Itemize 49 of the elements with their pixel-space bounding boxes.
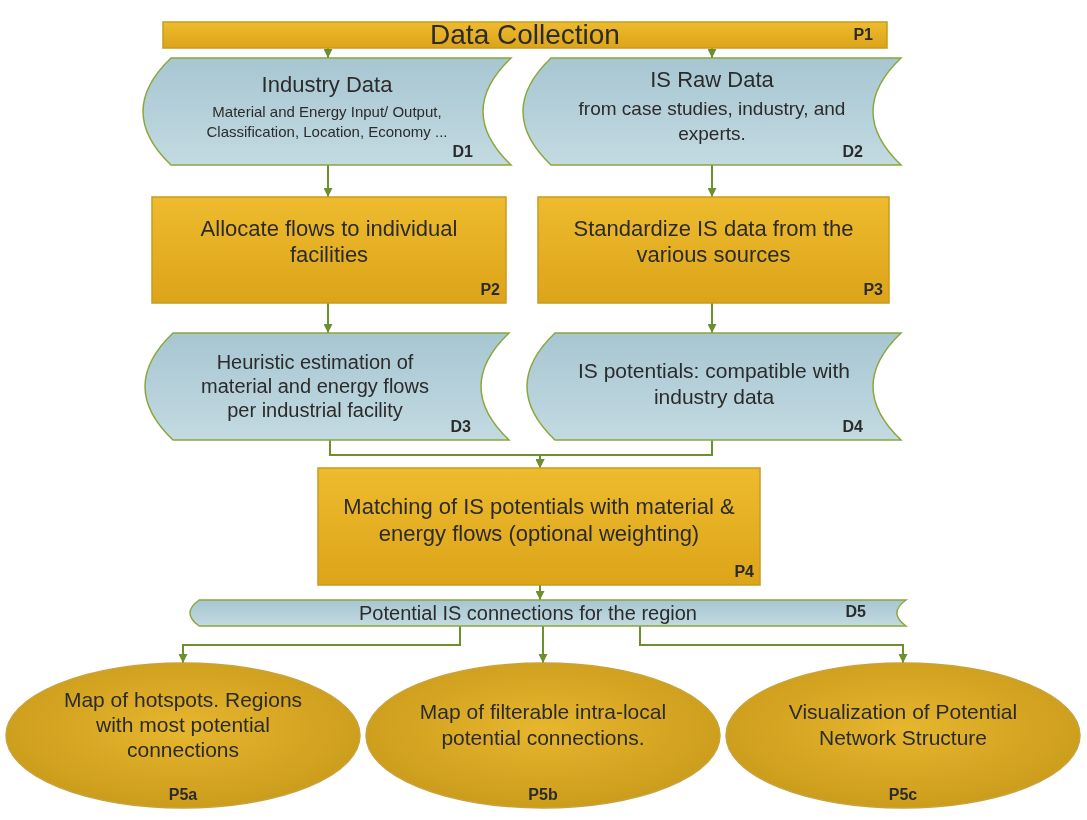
output-ellipse	[366, 663, 720, 808]
process-box	[318, 468, 760, 585]
output-ellipse	[6, 663, 360, 808]
arrow	[707, 302, 717, 334]
step-title: Map of hotspots. Regions with most potential connections	[62, 686, 304, 763]
step-code: P2	[480, 281, 500, 299]
step-code: P3	[863, 281, 883, 299]
step-code: D5	[845, 603, 866, 621]
arrow	[178, 625, 461, 664]
arrow	[535, 439, 713, 469]
arrow	[707, 47, 717, 59]
step-title: Potential IS connections for the region	[359, 601, 697, 625]
arrow	[323, 47, 333, 59]
step-code: P1	[853, 26, 873, 44]
process-box	[538, 197, 889, 303]
step-title: IS Raw Data	[650, 66, 774, 93]
process-box	[152, 197, 506, 303]
step-code: D4	[842, 418, 863, 436]
step-code: D2	[842, 143, 863, 161]
step-code: P5c	[887, 786, 919, 804]
step-code: D1	[452, 143, 473, 161]
step-title: Industry Data	[261, 71, 393, 99]
step-title: Allocate flows to individual facilities	[199, 215, 459, 269]
arrow	[639, 625, 908, 664]
step-title: Map of filterable intra-local potential connections.	[418, 699, 668, 750]
step-code: D3	[450, 418, 471, 436]
step-code: P5a	[167, 786, 199, 804]
step-description: Material and Energy Input/ Output, Classification, Location, Economy ...	[205, 102, 449, 142]
step-description: from case studies, industry, and experts.	[577, 97, 847, 145]
output-ellipse	[726, 663, 1080, 808]
step-title: IS potentials: compatible with industry data	[577, 358, 851, 409]
arrow	[535, 584, 545, 601]
step-title: Standardize IS data from the various sources	[572, 215, 855, 269]
step-title: Heuristic estimation of material and energy flows per industrial facility	[200, 349, 430, 422]
arrow	[323, 302, 333, 334]
data-shape	[143, 58, 511, 165]
arrow	[323, 164, 333, 198]
data-shape	[190, 600, 906, 626]
step-code: P4	[734, 563, 754, 581]
data-shape	[527, 333, 901, 440]
step-title: Data Collection	[430, 21, 620, 49]
step-title: Visualization of Potential Network Structure	[787, 699, 1019, 750]
arrow	[707, 164, 717, 198]
step-title: Matching of IS potentials with material & energy flows (optional weighting)	[342, 494, 736, 547]
data-shape	[523, 58, 901, 165]
process-bar	[163, 22, 887, 48]
arrow	[538, 625, 548, 664]
data-shape	[145, 333, 509, 440]
step-code: P5b	[527, 786, 559, 804]
